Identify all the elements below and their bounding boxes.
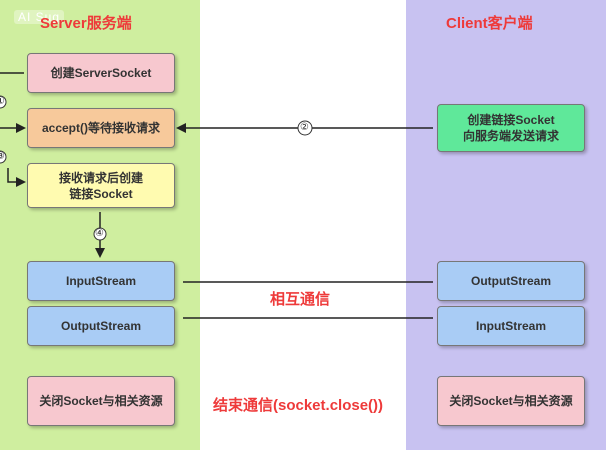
watermark: AI Sug: [14, 10, 65, 24]
step1-circle: [0, 95, 7, 109]
client-title: Client客户端: [446, 15, 533, 32]
close-communication-label: 结束通信(socket.close()): [213, 397, 384, 414]
client-column: [406, 0, 606, 450]
client-inputstream-box: InputStream: [437, 306, 585, 346]
loop-arrow-after-accept: [7, 168, 26, 187]
step2-label: ②: [300, 122, 309, 133]
create-socket-line1: 接收请求后创建: [58, 170, 143, 185]
create-serversocket-box: 创建ServerSocket: [27, 53, 175, 93]
step1-label: ①: [0, 96, 5, 107]
server-outputstream-label: OutputStream: [60, 319, 141, 333]
create-socket-box: 接收请求后创建 链接Socket: [27, 163, 175, 208]
server-close-label: 关闭Socket与相关资源: [39, 394, 163, 408]
middle-column: [200, 0, 406, 450]
accept-label: accept()等待接收请求: [41, 121, 160, 135]
create-socket-line2: 链接Socket: [69, 186, 133, 201]
client-inputstream-label: InputStream: [475, 319, 546, 333]
accept-box: accept()等待接收请求: [27, 108, 175, 148]
server-close-box: 关闭Socket与相关资源: [27, 376, 175, 426]
create-serversocket-label: 创建ServerSocket: [50, 66, 152, 80]
communicate-label: 相互通信: [270, 291, 331, 308]
client-outputstream-box: OutputStream: [437, 261, 585, 301]
client-connect-box: 创建链接Socket 向服务端发送请求: [437, 104, 585, 152]
server-title: Server服务端: [40, 15, 132, 32]
server-outputstream-box: OutputStream: [27, 306, 175, 346]
client-close-label: 关闭Socket与相关资源: [449, 394, 573, 408]
server-inputstream-label: InputStream: [65, 274, 136, 288]
step3-circle: [0, 150, 7, 164]
client-close-box: 关闭Socket与相关资源: [437, 376, 585, 426]
server-inputstream-box: InputStream: [27, 261, 175, 301]
client-connect-line1: 创建链接Socket: [467, 113, 555, 127]
step4-circle: [93, 227, 107, 241]
step4-label: ④: [95, 228, 104, 239]
step2-circle: [297, 120, 313, 136]
client-connect-line2: 向服务端发送请求: [462, 129, 559, 143]
client-outputstream-label: OutputStream: [470, 274, 551, 288]
step3-label: ③: [0, 151, 5, 162]
